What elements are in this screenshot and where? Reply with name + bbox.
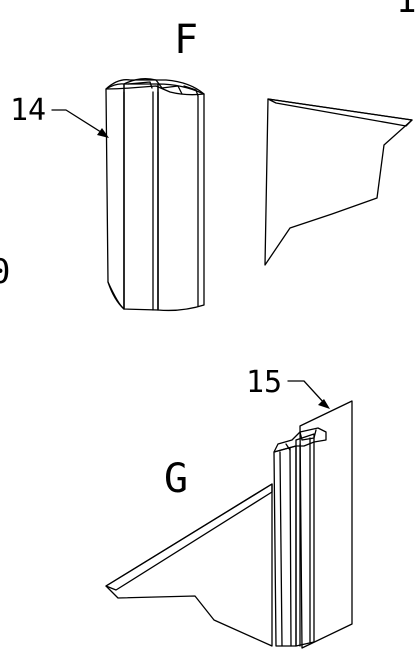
glass-panel-top-icon xyxy=(264,98,413,266)
edge-label-top-right: 1 xyxy=(396,0,416,21)
edge-label-left: 0 xyxy=(0,252,10,292)
glass-panel-bottom-icon xyxy=(105,483,273,647)
section-label-g: G xyxy=(164,456,188,502)
seal-profile-icon xyxy=(273,400,353,649)
callout-label-15: 15 xyxy=(246,365,282,400)
callout-label-14: 14 xyxy=(10,93,46,128)
callout-arrow-14 xyxy=(51,109,109,138)
callout-arrow-15 xyxy=(287,380,330,409)
section-label-f: F xyxy=(174,17,198,63)
magnetic-seal-profile-icon xyxy=(105,78,205,312)
